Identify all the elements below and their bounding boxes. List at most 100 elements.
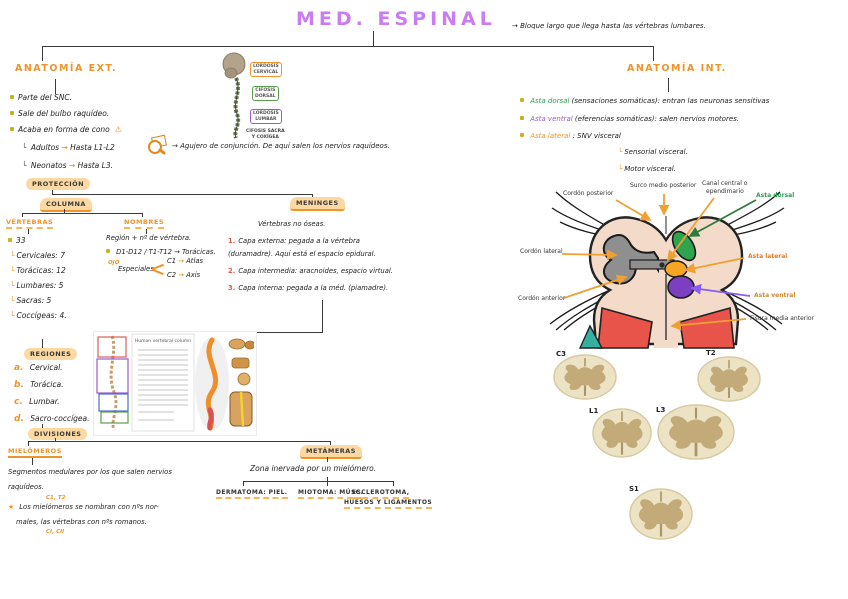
mielomeros-line4: males, las vértebras con nºs romanos. — [16, 518, 147, 526]
connector — [32, 458, 34, 465]
region-item-c: c. Lumbar. — [14, 397, 60, 407]
connector — [243, 481, 245, 486]
vertebras-item: └Coccígeas: 4. — [10, 311, 67, 320]
badge-divisiones: DIVISIONES — [28, 428, 88, 440]
connector — [42, 424, 44, 429]
arrow-icon: → — [61, 143, 68, 152]
connector — [142, 213, 144, 217]
mielomeros-line3: ★ Los mielómeros se nombran con nºs nor- — [8, 503, 159, 511]
connector — [22, 213, 24, 217]
red-structure-right — [679, 306, 735, 349]
vertebras-item: └Torácicas: 12 — [10, 266, 66, 275]
bullet-icon — [10, 95, 14, 99]
section-label-t2: T2 — [706, 349, 716, 357]
bullet-icon — [106, 249, 110, 253]
bullet-icon — [520, 133, 524, 137]
connector — [373, 31, 375, 46]
region-item-b: b. Torácica. — [14, 380, 64, 390]
int-bullet-asta-ventral: Asta ventral (eferencias somáticas): sal… — [520, 115, 739, 124]
branch-esclerotoma: ESCLEROTOMA, — [352, 489, 410, 499]
int-sub-sensorial: └Sensorial visceral. — [618, 148, 688, 156]
nombres-c2: C2 → Axis — [167, 271, 201, 279]
badge-proteccion: PROTECCIÓN — [26, 178, 91, 190]
bullet-icon — [8, 238, 12, 242]
label-asta-ventral: Asta ventral — [754, 292, 796, 299]
section-heading-anatomia-int: ANATOMÍA INT. — [627, 63, 727, 74]
meninges-item-2: 2.Capa intermedia: aracnoides, espacio v… — [228, 267, 393, 275]
ext-bullet-1: Parte del SNC. — [10, 93, 72, 102]
branch-esclerotoma-2: HUESOS Y LIGAMENTOS — [344, 499, 433, 509]
branch-miotoma: MIOTOMA: MÚSC. — [298, 489, 364, 499]
connector — [42, 339, 44, 348]
connector — [312, 194, 314, 198]
section-label-s1: S1 — [629, 485, 639, 493]
arrow-glyph: → — [512, 22, 518, 30]
label-surco-medio: Surco medio posterior — [630, 182, 697, 189]
bullet-icon — [10, 111, 14, 115]
bullet-icon — [10, 127, 14, 131]
label-canal-central: Canal central o — [702, 180, 748, 187]
nombres-line1: Región + nº de vértebra. — [106, 234, 192, 242]
spinal-cord-diagram: Cordón posterior Surco medio posterior C… — [518, 178, 848, 350]
section-label-c3: C3 — [556, 350, 567, 358]
metameras-intro: Zona inervada por un mielómero. — [250, 464, 377, 473]
connector — [146, 229, 148, 234]
connector — [52, 190, 54, 195]
section-label-l3: L3 — [656, 406, 666, 414]
vertebras-item: └Cervicales: 7 — [10, 251, 65, 260]
title-note: → Bloque largo que llega hasta las vérte… — [512, 22, 706, 30]
connector — [55, 438, 57, 441]
connector — [42, 46, 44, 61]
red-structure-left — [597, 306, 653, 349]
mielomeros-line2: raquídeos. — [8, 483, 44, 491]
ojo-note: OJO — [108, 260, 120, 266]
connector — [668, 78, 670, 92]
arrow-icon: → — [68, 161, 76, 170]
connector — [322, 300, 324, 332]
corner-glyph: └ — [22, 143, 27, 152]
node-vertebras: VÉRTEBRAS — [6, 218, 54, 229]
warning-icon: ⚠ — [114, 125, 122, 134]
spinal-cord-cross-section — [549, 191, 785, 349]
node-nombres: NOMBRES — [124, 218, 165, 229]
branch-dermatoma: DERMATOMA: PIEL. — [216, 489, 288, 499]
connector — [327, 481, 329, 486]
node-columna: COLUMNA — [40, 198, 92, 212]
connector — [330, 441, 332, 446]
vertebral-column-figures: Human vertebral column — [96, 333, 256, 432]
int-sub-motor: └Motor visceral. — [618, 165, 676, 173]
vertebral-column-collage: Human vertebral column — [93, 331, 257, 436]
label-asta-dorsal: Asta dorsal — [756, 192, 795, 199]
nombres-c1: C1 → Atlas — [167, 257, 204, 265]
magnifier-icon — [146, 134, 168, 158]
figure-title: Human vertebral column — [135, 338, 191, 344]
canal-central — [659, 262, 665, 268]
connector — [28, 441, 30, 446]
connector — [42, 46, 654, 48]
connector — [55, 79, 57, 94]
node-meninges: MENINGES — [290, 197, 345, 211]
connector — [52, 194, 312, 196]
label-cordon-lateral: Cordón lateral — [520, 248, 563, 255]
connector — [22, 213, 142, 215]
ext-sub-neonatos: └ Neonatos → Hasta L3. — [22, 161, 113, 170]
bullet-icon — [520, 98, 524, 102]
star-icon: ★ — [8, 503, 15, 511]
section-label-l1: L1 — [589, 407, 599, 415]
nombres-line2: D1-D12 / T1-T12 → Torácicas. — [106, 248, 216, 256]
asta-lateral-region — [664, 260, 688, 278]
nombres-especiales: Especiales — [118, 265, 154, 273]
ext-sub-adultos: └ Adultos → Hasta L1-L2 — [22, 143, 115, 152]
region-item-a: a. Cervical. — [14, 363, 63, 373]
teal-structure — [578, 324, 604, 349]
meninges-intro: Vértebras no óseas. — [258, 220, 326, 228]
corner-glyph: └ — [22, 161, 27, 170]
label-asta-lateral: Asta lateral — [748, 253, 788, 260]
asta-ventral-region — [667, 275, 695, 299]
label-cordon-posterior: Cordón posterior — [563, 190, 614, 197]
meninges-item-3: 3.Capa interna: pegada a la méd. (piamad… — [228, 284, 389, 292]
ext-bullet-3: Acaba en forma de cono⚠ — [10, 125, 122, 135]
